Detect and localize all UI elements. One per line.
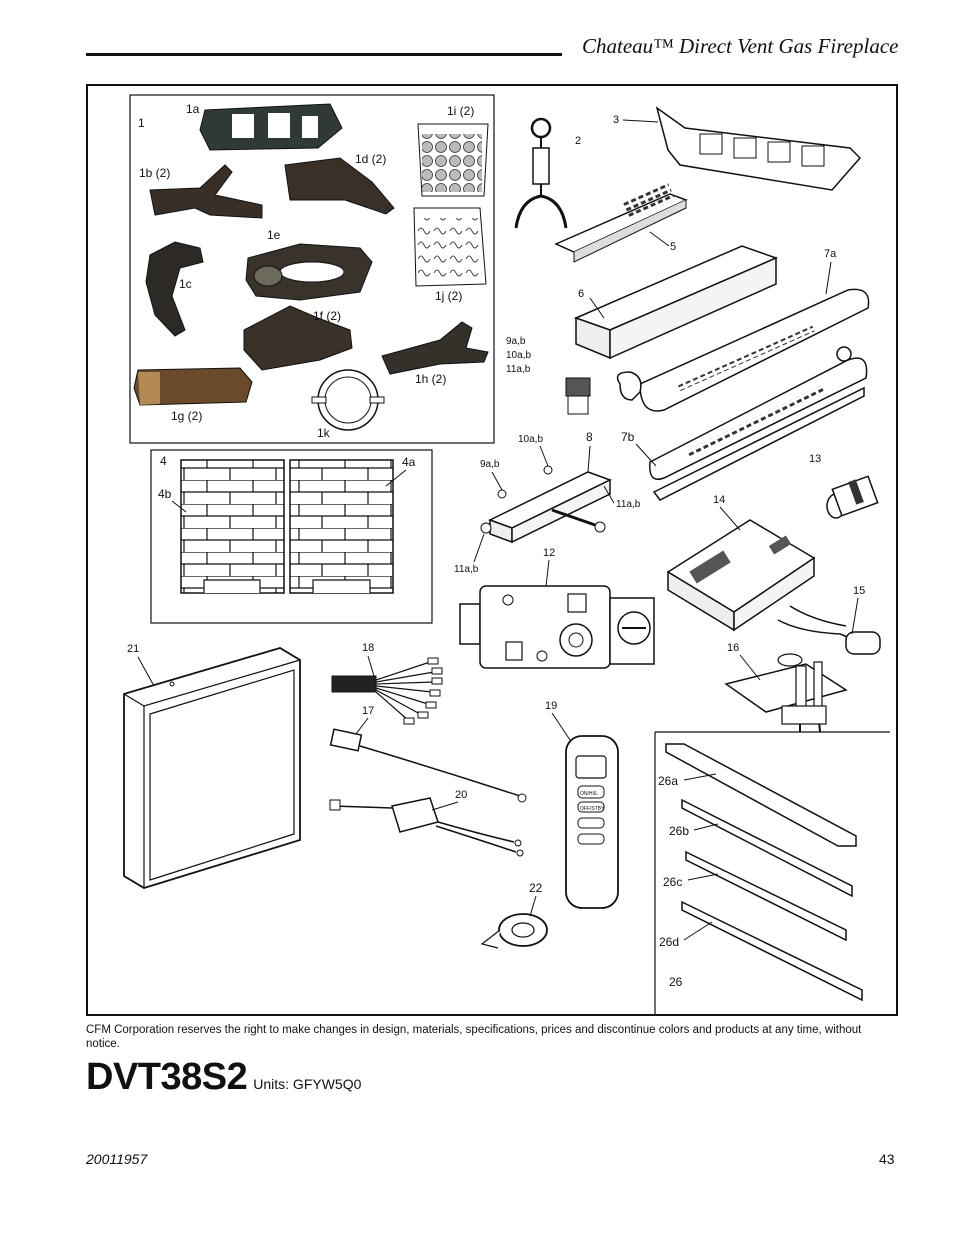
label-7a: 7a xyxy=(824,248,837,260)
label-26: 26 xyxy=(669,975,683,989)
log-1g xyxy=(133,367,253,406)
label-1f: 1f (2) xyxy=(313,309,341,323)
log-1h xyxy=(381,321,489,375)
label-1i: 1i (2) xyxy=(447,104,474,118)
label-1: 1 xyxy=(138,116,145,130)
document-number: 20011957 xyxy=(86,1151,148,1167)
part-26-trim-kit: 26a 26b 26c 26d 26 xyxy=(654,731,890,1014)
part-6-burner-pan: 6 xyxy=(573,245,779,360)
log-set-group: 1 1a 1b (2) 1c 1d (2) 1e 1f (2) 1g (2) 1… xyxy=(129,94,495,444)
part-7b-burner-tube: 7b xyxy=(621,346,868,501)
label-4b: 4b xyxy=(158,487,172,501)
part-2-pilot-hook: 2 xyxy=(514,117,581,229)
disclaimer-text: CFM Corporation reserves the right to ma… xyxy=(86,1024,862,1050)
label-9ab-mid: 9a,b xyxy=(480,459,500,470)
label-1c: 1c xyxy=(179,277,192,291)
label-1d: 1d (2) xyxy=(355,152,386,166)
header-rule xyxy=(86,53,562,56)
log-1f xyxy=(243,305,353,371)
label-1k: 1k xyxy=(317,426,331,440)
label-15: 15 xyxy=(853,585,865,597)
label-4: 4 xyxy=(160,454,167,468)
label-2: 2 xyxy=(575,135,581,147)
part-21-glass-frame: 21 xyxy=(123,643,301,889)
part-14-control-module: 14 xyxy=(666,494,816,632)
remote-on-button-label: ON/HI/L xyxy=(580,791,598,797)
brick-panel-4b xyxy=(180,459,285,594)
trim-piece-26a xyxy=(665,743,857,847)
label-22: 22 xyxy=(529,881,543,895)
part-orifice-9-10-11: 9a,b 10a,b 11a,b xyxy=(506,336,591,415)
part-12-gas-valve: 12 xyxy=(459,547,655,669)
label-26d: 26d xyxy=(659,935,679,949)
parts-diagram-frame xyxy=(86,84,898,1016)
log-1e xyxy=(245,243,373,301)
label-11ab-left: 11a,b xyxy=(454,564,479,575)
label-26b: 26b xyxy=(669,824,689,838)
ring-1k xyxy=(311,369,385,431)
trim-piece-26b xyxy=(681,798,853,898)
log-1b xyxy=(149,164,263,219)
part-8-manifold: 8 10a,b 9a,b 11a,b 11a,b xyxy=(454,430,641,575)
log-1d xyxy=(284,157,395,215)
wool-bag-1j xyxy=(413,207,487,287)
part-20-receiver: 20 xyxy=(329,789,524,857)
label-1e: 1e xyxy=(267,228,281,242)
label-20: 20 xyxy=(455,789,467,801)
trim-piece-26c xyxy=(685,850,847,942)
part-18-wire-bundle: 18 xyxy=(331,642,443,725)
label-1b: 1b (2) xyxy=(139,166,170,180)
page-number: 43 xyxy=(879,1151,895,1167)
label-10ab-top: 10a,b xyxy=(506,350,531,361)
part-13-component: 13 xyxy=(809,453,879,519)
label-26c: 26c xyxy=(663,875,682,889)
label-6: 6 xyxy=(578,288,584,300)
part-15-wire-harness: 15 xyxy=(777,585,881,655)
label-1j: 1j (2) xyxy=(435,289,462,303)
part-7a-burner-tube: 7a xyxy=(616,248,870,412)
label-14: 14 xyxy=(713,494,725,506)
label-11ab-top: 11a,b xyxy=(506,364,531,375)
label-5: 5 xyxy=(670,241,676,253)
label-12: 12 xyxy=(543,547,555,559)
units-code: Units: GFYW5Q0 xyxy=(253,1076,362,1092)
part-5-rail: 5 xyxy=(554,183,688,263)
label-18: 18 xyxy=(362,642,374,654)
brick-panel-4a xyxy=(289,459,394,594)
label-11ab-right: 11a,b xyxy=(616,499,641,510)
brick-panels-group: 4 4b 4a xyxy=(150,449,433,624)
label-9ab-top: 9a,b xyxy=(506,336,526,347)
label-8: 8 xyxy=(586,430,593,444)
part-22-tape-roll: 22 xyxy=(480,881,548,949)
model-line: DVT38S2 Units: GFYW5Q0 xyxy=(86,1056,361,1099)
embers-bag-1i xyxy=(417,123,489,197)
model-code: DVT38S2 xyxy=(86,1056,248,1098)
part-19-remote-control: ON/HI/L OFF/STBY 19 xyxy=(545,700,619,909)
part-17-wire: 17 xyxy=(329,705,527,803)
trim-piece-26d xyxy=(681,900,863,1002)
label-10ab-mid: 10a,b xyxy=(518,434,543,445)
log-1a xyxy=(199,103,343,151)
label-1h: 1h (2) xyxy=(415,372,446,386)
label-4a: 4a xyxy=(402,455,416,469)
log-1c xyxy=(145,241,204,337)
document-title: Chateau™ Direct Vent Gas Fireplace xyxy=(582,34,899,58)
label-1a: 1a xyxy=(186,102,200,116)
label-13: 13 xyxy=(809,453,821,465)
label-21: 21 xyxy=(127,643,139,655)
label-3: 3 xyxy=(613,114,619,126)
label-17: 17 xyxy=(362,705,374,717)
label-19: 19 xyxy=(545,700,557,712)
remote-off-button-label: OFF/STBY xyxy=(580,806,605,812)
label-7b: 7b xyxy=(621,430,635,444)
label-16: 16 xyxy=(727,642,739,654)
part-3-grate: 3 xyxy=(613,106,862,191)
label-26a: 26a xyxy=(658,774,678,788)
label-1g: 1g (2) xyxy=(171,409,202,423)
